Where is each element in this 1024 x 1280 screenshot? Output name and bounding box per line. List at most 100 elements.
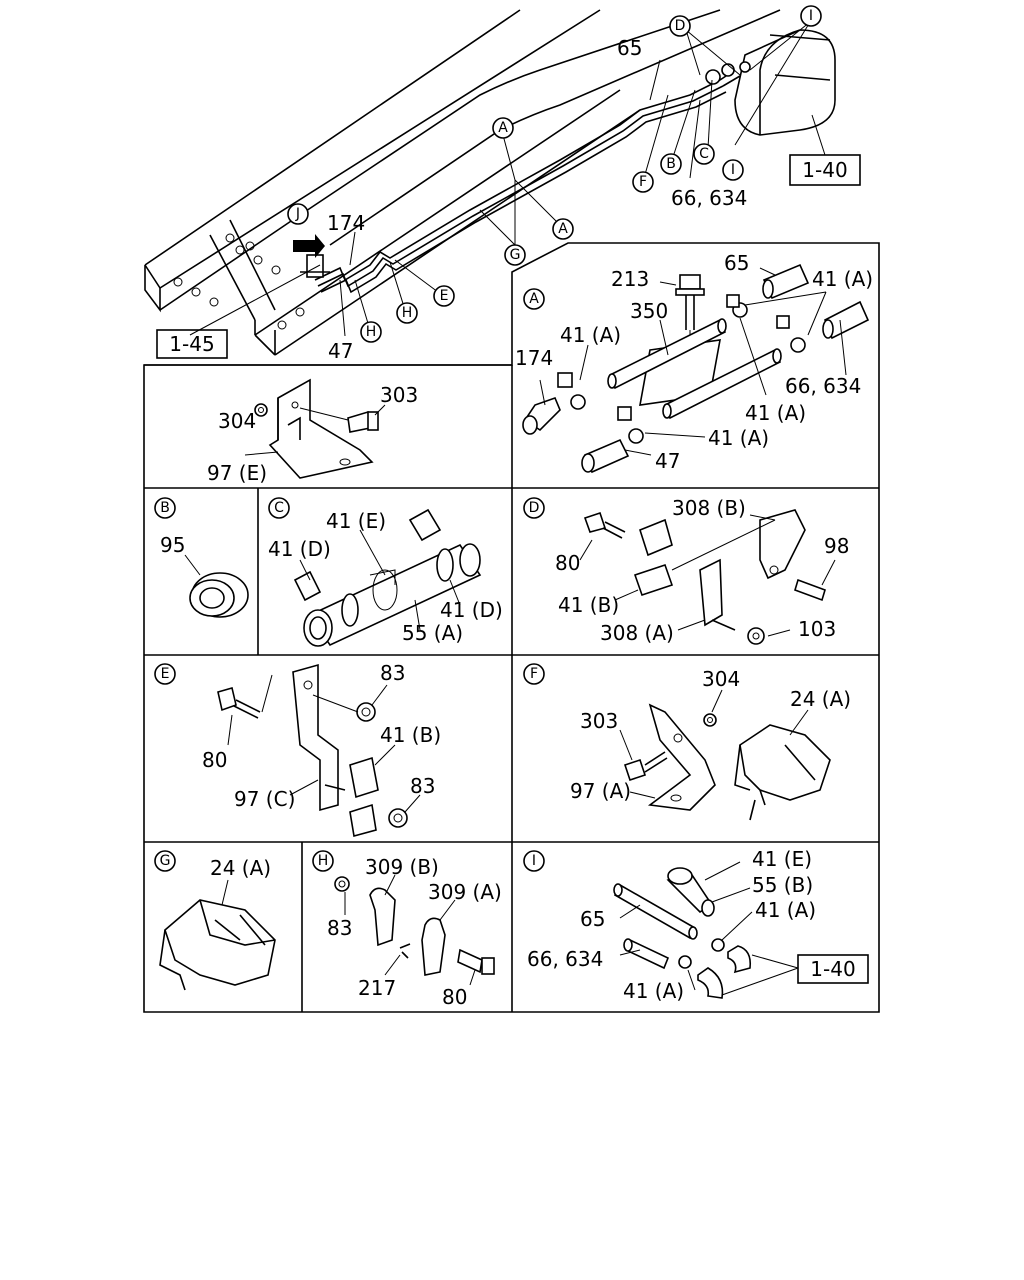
i-label-55b: 55 (B)	[752, 873, 813, 897]
a-label-41a-top: 41 (A)	[812, 267, 873, 291]
overview-leaders	[189, 21, 826, 337]
bracket-97e	[268, 378, 374, 479]
g-label-24a: 24 (A)	[210, 856, 271, 880]
nut-83-h	[334, 876, 350, 892]
panel-c-letter: C	[274, 500, 284, 516]
panel-f-letter: F	[530, 666, 538, 682]
bracket-97a	[647, 703, 716, 811]
a-label-41a-left: 41 (A)	[560, 323, 621, 347]
nut-83-lower	[388, 808, 408, 828]
marker-a-top: A	[498, 120, 508, 136]
panel-d: D 308 (B) 80 98 41 (B) 308 (A) 103	[523, 496, 849, 645]
nut-103	[747, 627, 765, 645]
panel-h: H 309 (B) 309 (A) 83 217 80	[312, 850, 502, 1009]
panel-bracket-97e: 304 303 97 (E)	[207, 378, 418, 485]
clip-309b	[369, 887, 396, 947]
f-label-303: 303	[580, 709, 618, 733]
a-label-350: 350	[630, 299, 668, 323]
bolt-303	[347, 410, 371, 433]
panel-d-letter: D	[529, 500, 540, 516]
nut-304-f	[703, 713, 717, 727]
panel-a-letter: A	[529, 291, 539, 307]
marker-h-right: H	[402, 305, 413, 321]
f-label-304: 304	[702, 667, 740, 691]
h-label-80: 80	[442, 985, 467, 1009]
label-65: 65	[617, 36, 642, 60]
bracket-97c	[292, 663, 339, 812]
clamp-41a-i-upper	[711, 938, 725, 952]
ref-1-45[interactable]: 1-45	[169, 332, 214, 356]
a-label-174: 174	[515, 346, 553, 370]
panel-c: C 41 (E) 41 (D) 41 (D) 55 (A)	[268, 497, 503, 647]
h-label-309a: 309 (A)	[428, 880, 502, 904]
marker-c: C	[699, 146, 709, 162]
panel-grid	[143, 242, 880, 1013]
elbow-lower	[697, 967, 724, 999]
a-label-47: 47	[655, 449, 680, 473]
e-label-83-lower: 83	[410, 774, 435, 798]
chassis-frame	[144, 9, 781, 356]
bolt-98	[794, 578, 826, 602]
arrow-j-icon	[293, 234, 325, 258]
marker-f: F	[639, 174, 647, 190]
e-label-80: 80	[202, 748, 227, 772]
h-label-217: 217	[358, 976, 396, 1000]
panel-e: E 83 41 (B) 80 97 (C) 83	[154, 661, 441, 838]
overview-illustration: 1-40 1-45 A A D I I B C F G J H H E 65 6…	[144, 5, 861, 363]
marker-h-left: H	[366, 324, 377, 340]
marker-e: E	[440, 288, 449, 304]
ref-box-1-45	[156, 329, 228, 359]
a-label-66-634: 66, 634	[785, 374, 861, 398]
elbow-upper	[727, 945, 752, 974]
ref-1-40[interactable]: 1-40	[802, 158, 847, 182]
h-label-309b: 309 (B)	[365, 855, 439, 879]
c-label-41e: 41 (E)	[326, 509, 386, 533]
connector-24a-g	[164, 899, 276, 986]
i-label-65: 65	[580, 907, 605, 931]
connector-24a-f	[739, 724, 831, 801]
nut-83-upper	[356, 702, 376, 722]
marker-b: B	[666, 156, 676, 172]
bolt-303-f	[623, 758, 647, 782]
a-label-213: 213	[611, 267, 649, 291]
fuel-filter-canister	[705, 29, 836, 136]
panel-b-letter: B	[160, 500, 170, 516]
ref-box-1-40	[789, 154, 861, 186]
clamp-41b-e	[349, 756, 379, 799]
panel-e-letter: E	[161, 666, 170, 682]
f-label-97a: 97 (A)	[570, 779, 631, 803]
i-label-66-634: 66, 634	[527, 947, 603, 971]
d-label-98: 98	[824, 534, 849, 558]
overview-letter-markers: A A D I I B C F G J H H E	[287, 5, 822, 343]
d-label-80: 80	[555, 551, 580, 575]
bracket-308b	[759, 509, 806, 580]
bolt-80-e	[217, 687, 237, 712]
front-clip-j	[293, 234, 330, 278]
d-label-308b: 308 (B)	[672, 496, 746, 520]
e97-label-97e: 97 (E)	[207, 461, 267, 485]
clamp-41b-lower	[633, 563, 674, 597]
i-ref-box	[797, 954, 869, 984]
b-label-95: 95	[160, 533, 185, 557]
label-66-634: 66, 634	[671, 186, 747, 210]
c-label-55a: 55 (A)	[402, 621, 463, 645]
marker-d: D	[675, 18, 686, 34]
marker-j: J	[295, 206, 300, 222]
e-label-97c: 97 (C)	[234, 787, 295, 811]
e97-label-304: 304	[218, 409, 256, 433]
f-label-24a: 24 (A)	[790, 687, 851, 711]
panel-g-letter: G	[160, 853, 171, 869]
clamp-41a-i-lower	[678, 955, 692, 969]
bracket-308a	[699, 558, 723, 627]
i-label-41a-upper: 41 (A)	[755, 898, 816, 922]
nut-304	[254, 403, 268, 417]
a-label-41a-low: 41 (A)	[708, 426, 769, 450]
panel-g: G 24 (A)	[154, 850, 276, 991]
clamps-41a	[557, 294, 806, 444]
i-ref-1-40[interactable]: 1-40	[810, 957, 855, 981]
marker-i-bottom: I	[731, 162, 735, 178]
label-174: 174	[327, 211, 365, 235]
e-label-41b: 41 (B)	[380, 723, 441, 747]
c-label-41d-left: 41 (D)	[268, 537, 331, 561]
